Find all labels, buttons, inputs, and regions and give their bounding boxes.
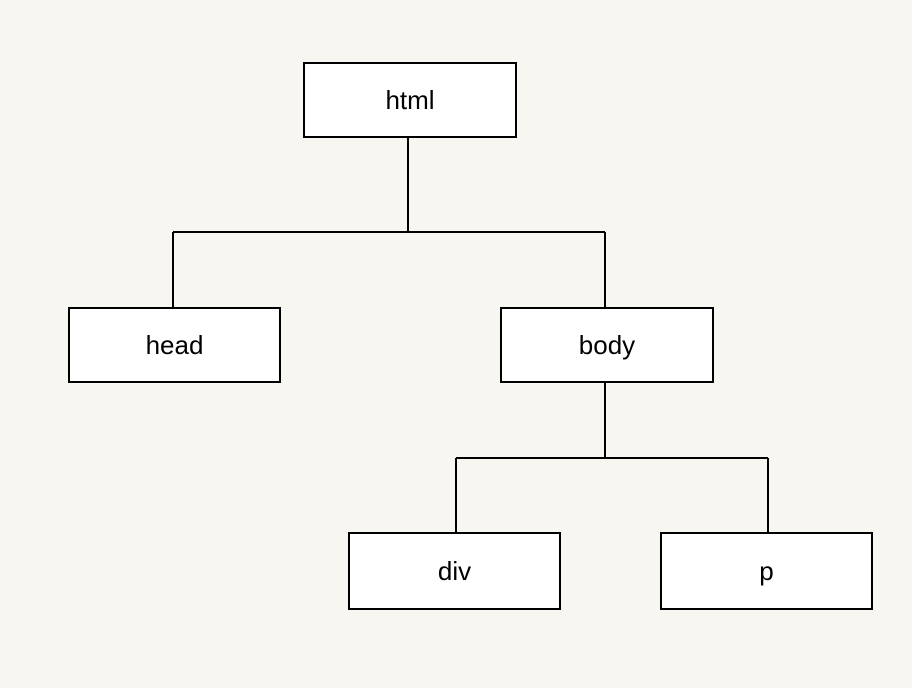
- node-label: body: [578, 330, 636, 360]
- node-html: html: [303, 62, 517, 138]
- node-div: div: [348, 532, 561, 610]
- node-label: div: [437, 556, 472, 586]
- node-label: p: [759, 556, 774, 586]
- node-body: body: [500, 307, 714, 383]
- node-label: html: [385, 85, 435, 115]
- node-label: head: [145, 330, 204, 360]
- node-p: p: [660, 532, 873, 610]
- node-head: head: [68, 307, 281, 383]
